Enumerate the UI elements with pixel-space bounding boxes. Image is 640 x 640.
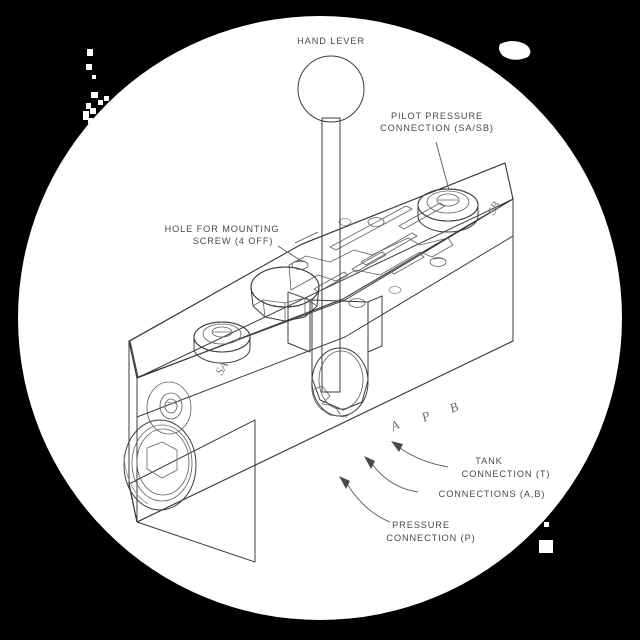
label-pilot-pressure-line2: CONNECTION (SA/SB) (380, 123, 494, 133)
label-connections-ab: CONNECTIONS (A,B) (439, 489, 546, 499)
leader-mounting-hole (277, 245, 304, 263)
mounting-hole-4 (348, 298, 366, 308)
mounting-hole-2 (367, 217, 385, 227)
lever-ball-knob (297, 55, 365, 123)
pilot-connection-sb (417, 188, 479, 233)
label-mounting-hole-line2: SCREW (4 OFF) (193, 236, 274, 246)
hex-cap-plug (250, 266, 320, 322)
label-pressure-line1: PRESSURE (392, 520, 450, 530)
label-pilot-pressure-line1: PILOT PRESSURE (391, 111, 483, 121)
leader-pressure (346, 483, 391, 523)
label-pressure-line2: CONNECTION (P) (386, 533, 475, 543)
leader-tank (399, 447, 449, 468)
arrow-pressure (339, 476, 350, 489)
mounting-hole-5 (338, 218, 352, 226)
left-end-face-ports (123, 381, 197, 511)
mounting-hole-3 (429, 257, 447, 267)
leader-connections-ab (371, 463, 419, 493)
leader-mounting-hole-b (294, 231, 319, 244)
valve-bottom-edge (136, 340, 514, 523)
mounting-hole-6 (388, 286, 402, 294)
circular-mask (18, 16, 622, 620)
leader-pilot-pressure (435, 141, 450, 191)
label-mounting-hole-line1: HOLE FOR MOUNTING (165, 224, 280, 234)
label-hand-lever: HAND LEVER (297, 36, 365, 46)
small-port-plug (146, 381, 192, 435)
large-hex-socket-plug (123, 419, 197, 511)
mounting-screw-holes (291, 217, 447, 308)
arrow-connections-ab (364, 456, 375, 469)
pilot-connection-sa (193, 321, 251, 364)
scan-artifacts (83, 41, 553, 553)
label-tank-line2: CONNECTION (T) (462, 469, 551, 479)
valve-left-corner-edge (128, 340, 138, 379)
drawing-body: SB SA (123, 55, 514, 563)
label-tank-line1: TANK (475, 456, 502, 466)
arrow-tank (391, 441, 403, 452)
